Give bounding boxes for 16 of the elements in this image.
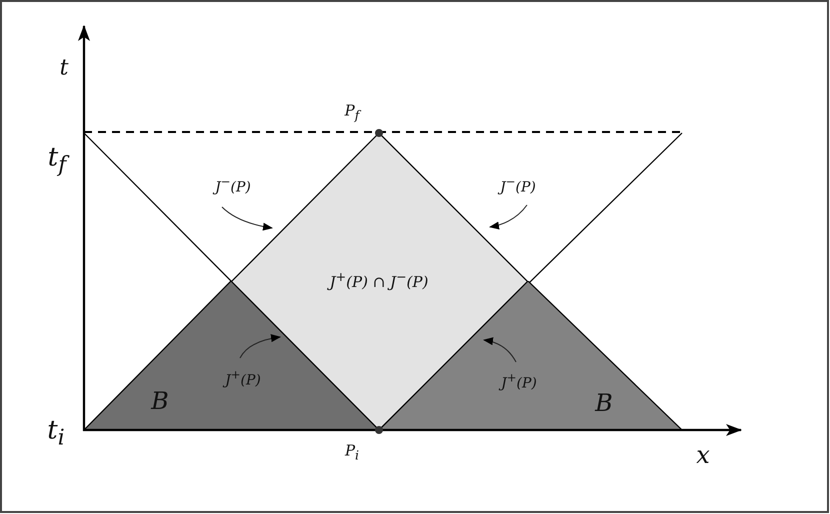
region-label: J$^{+}$(P) ∩ J$^{−}$(P) (330, 269, 428, 291)
axis-label: t (60, 56, 68, 80)
callout-label: J$^{+}$(P) (225, 368, 261, 388)
leader-arrow (240, 334, 281, 358)
callout-label: J$^{+}$(P) (501, 370, 537, 392)
axis-label: x (696, 441, 710, 469)
region-label: B (595, 389, 613, 417)
leader-arrow (483, 338, 516, 362)
leader-arrow (489, 204, 528, 230)
point-label: P$_{f}$ (344, 102, 360, 122)
callout-label: J$^{−}$(P) (215, 174, 251, 196)
leader-arrow (222, 206, 273, 230)
point-label: P$_{i}$ (344, 442, 360, 462)
region-label: B (151, 387, 169, 415)
callout-label: J$^{−}$(P) (500, 174, 536, 196)
tick-label: t$_{i}$ (47, 415, 65, 451)
